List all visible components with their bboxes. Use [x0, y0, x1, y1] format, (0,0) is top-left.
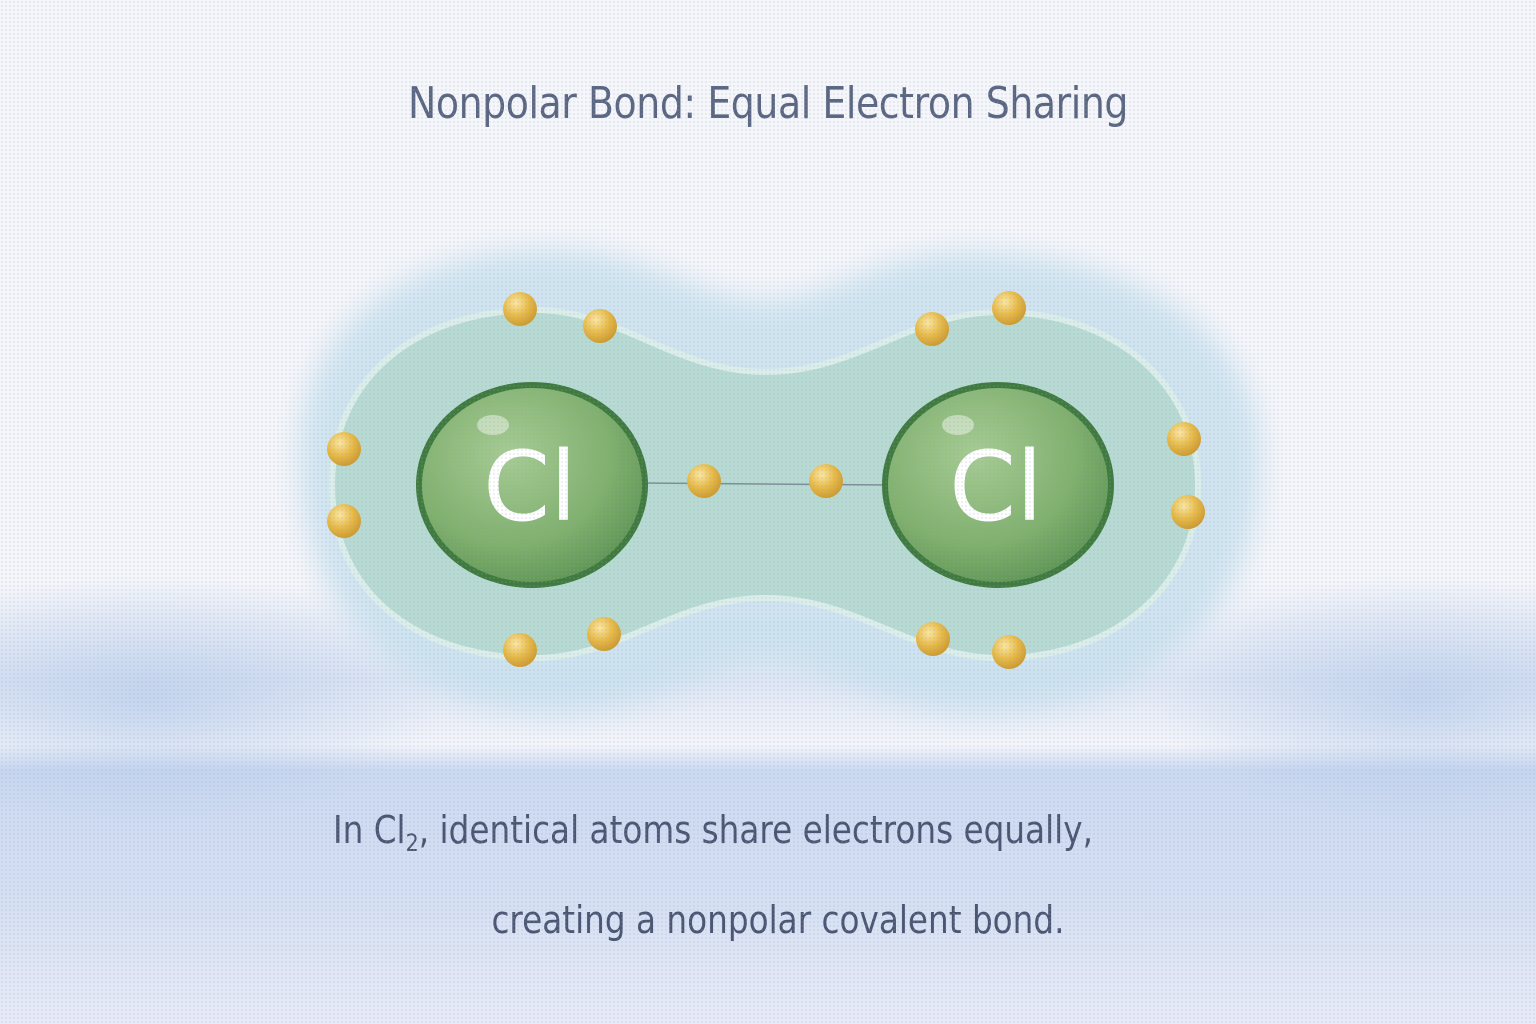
- electron-dot: [992, 291, 1026, 325]
- electron-dot: [687, 464, 721, 498]
- atom-cl-right: Cl: [882, 382, 1114, 588]
- lone-electrons-right: [915, 291, 1205, 669]
- electron-dot: [915, 312, 949, 346]
- atom-symbol: Cl: [949, 431, 1043, 543]
- caption-prefix: In Cl: [332, 808, 406, 852]
- electron-dot: [587, 617, 621, 651]
- bond-line: [639, 482, 891, 486]
- lone-electrons-left: [327, 292, 621, 667]
- electron-dot: [583, 309, 617, 343]
- shared-electron-pair: [687, 464, 843, 498]
- caption-line-2: creating a nonpolar covalent bond.: [491, 898, 1065, 942]
- electron-dot: [327, 432, 361, 466]
- electron-dot: [503, 292, 537, 326]
- electron-dot: [327, 504, 361, 538]
- electron-dot: [1171, 495, 1205, 529]
- electron-dot: [1167, 422, 1201, 456]
- electron-dot: [809, 464, 843, 498]
- atom-cl-left: Cl: [416, 382, 648, 588]
- caption-line-1: In Cl2, identical atoms share electrons …: [5, 808, 1421, 857]
- electron-dot: [503, 633, 537, 667]
- atom-symbol: Cl: [483, 431, 577, 543]
- electron-dot: [992, 635, 1026, 669]
- electron-dot: [916, 622, 950, 656]
- caption-subscript: 2: [405, 829, 419, 857]
- caption-suffix: , identical atoms share electrons equall…: [418, 808, 1093, 852]
- diagram-title: Nonpolar Bond: Equal Electron Sharing: [407, 78, 1129, 129]
